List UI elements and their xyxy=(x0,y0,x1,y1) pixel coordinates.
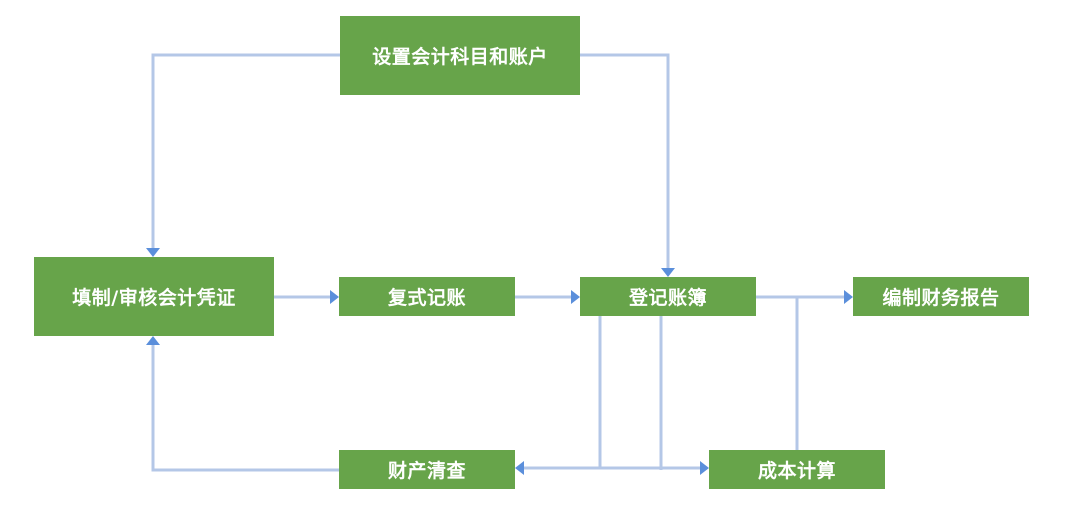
arrowhead-double-to-ledger xyxy=(571,290,580,304)
node-financial-report[interactable]: 编制财务报告 xyxy=(853,277,1029,316)
node-label: 设置会计科目和账户 xyxy=(372,46,548,68)
node-ledger[interactable]: 登记账簿 xyxy=(580,277,756,316)
arrowhead-to-cost xyxy=(700,461,709,475)
connector-inventory-to-voucher xyxy=(151,343,339,472)
connector-setup-to-ledger xyxy=(580,53,670,270)
arrowhead-setup-to-ledger xyxy=(661,268,675,277)
arrowhead-setup-to-voucher xyxy=(146,248,160,257)
arrowhead-ledger-to-report xyxy=(844,290,853,304)
arrowhead-inventory-to-voucher xyxy=(146,336,160,345)
node-label: 复式记账 xyxy=(387,287,466,309)
node-property-inventory[interactable]: 财产清查 xyxy=(339,450,515,489)
node-label: 填制/审核会计凭证 xyxy=(72,287,236,309)
node-setup-accounts[interactable]: 设置会计科目和账户 xyxy=(340,16,580,95)
connector-setup-to-voucher xyxy=(151,53,340,250)
node-voucher[interactable]: 填制/审核会计凭证 xyxy=(34,257,274,336)
node-label: 登记账簿 xyxy=(628,287,707,309)
node-label: 财产清查 xyxy=(387,460,466,482)
arrowhead-voucher-to-double xyxy=(330,290,339,304)
node-label: 成本计算 xyxy=(757,460,836,482)
node-double-entry[interactable]: 复式记账 xyxy=(339,277,515,316)
arrowhead-to-inventory xyxy=(515,461,524,475)
node-cost-calculation[interactable]: 成本计算 xyxy=(709,450,885,489)
node-label: 编制财务报告 xyxy=(882,287,1000,309)
